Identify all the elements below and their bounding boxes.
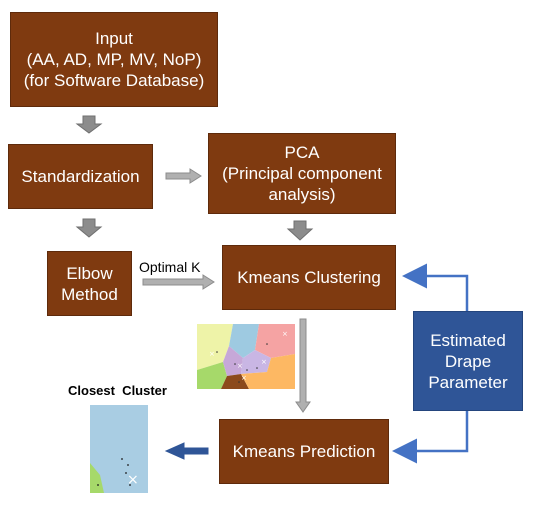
optimal-k-label: Optimal K — [139, 259, 201, 275]
standardization-box: Standardization — [8, 144, 153, 209]
svg-text:×: × — [237, 362, 243, 370]
pca-line-3: analysis) — [268, 185, 336, 204]
elbow-method-box: Elbow Method — [47, 251, 132, 316]
drape-line-1: Estimated — [430, 330, 506, 350]
arrow-input-to-standardization — [75, 115, 103, 134]
elbow-line-1: Elbow — [66, 263, 113, 283]
closest-cluster-title: Closest Cluster — [68, 383, 167, 398]
pca-line-2: (Principal component — [222, 164, 382, 183]
svg-text:×: × — [209, 350, 215, 358]
svg-text:×: × — [127, 472, 139, 488]
elbow-line-2: Method — [61, 284, 118, 304]
kmeans-clustering-label: Kmeans Clustering — [237, 268, 381, 287]
svg-text:×: × — [282, 330, 288, 338]
arrow-pca-to-kmeans-clustering — [286, 220, 314, 241]
kmeans-prediction-label: Kmeans Prediction — [232, 442, 376, 461]
arrow-standardization-to-pca — [165, 168, 202, 184]
arrow-drape-to-kmeans-clustering — [402, 263, 469, 311]
drape-line-3: Parameter — [428, 372, 508, 392]
arrow-drape-to-kmeans-prediction — [392, 411, 469, 464]
cluster-plot-thumbnail: × × × × × — [197, 324, 295, 389]
arrow-standardization-to-elbow — [75, 218, 103, 238]
svg-text:×: × — [241, 374, 247, 382]
svg-text:×: × — [261, 358, 267, 366]
input-box: Input (AA, AD, MP, MV, NoP) (for Softwar… — [10, 12, 218, 107]
arrow-prediction-to-closest-cluster — [164, 442, 209, 460]
kmeans-clustering-box: Kmeans Clustering — [222, 245, 396, 310]
pca-line-1: PCA — [284, 143, 320, 162]
standardization-label: Standardization — [21, 167, 140, 186]
pca-box: PCA (Principal component analysis) — [208, 133, 396, 214]
input-box-line-2: (AA, AD, MP, MV, NoP) — [26, 50, 202, 69]
input-box-line-1: Input — [95, 29, 133, 48]
estimated-drape-parameter-box: Estimated Drape Parameter — [413, 311, 523, 411]
drape-line-2: Drape — [444, 351, 492, 371]
kmeans-prediction-box: Kmeans Prediction — [219, 419, 389, 484]
arrow-kmeans-to-prediction — [295, 318, 311, 413]
arrow-elbow-to-kmeans — [142, 274, 215, 290]
closest-cluster-thumbnail: × — [90, 405, 148, 493]
input-box-line-3: (for Software Database) — [23, 71, 205, 90]
